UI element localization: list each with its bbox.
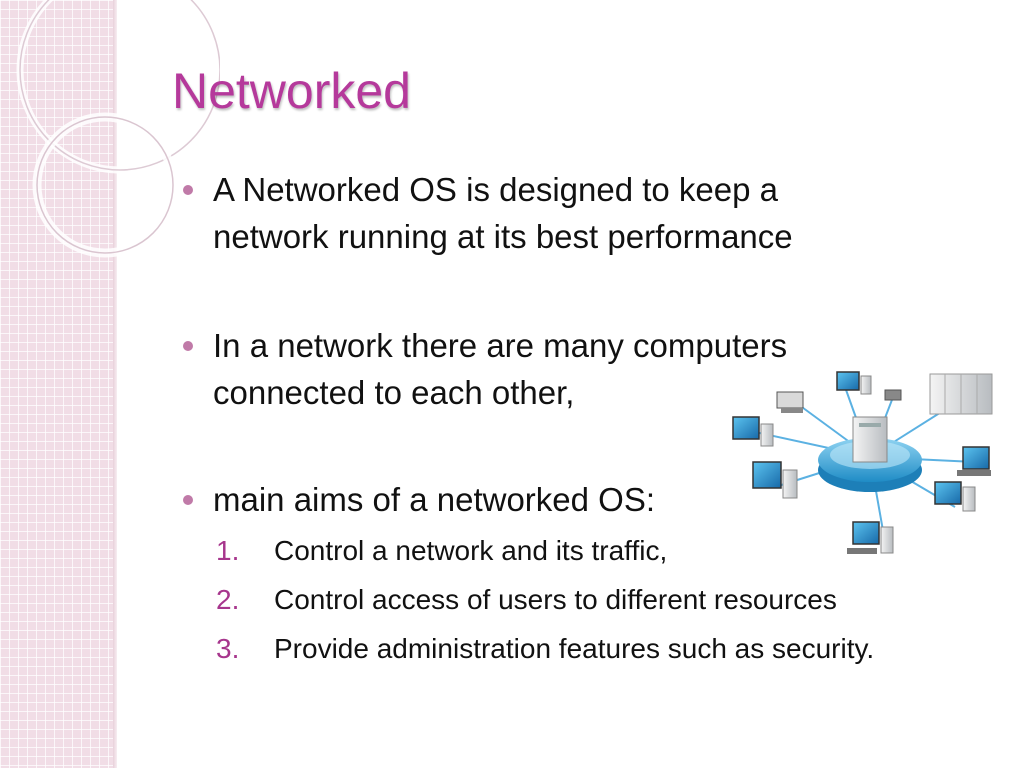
bullet-1-line-1: A Networked OS is designed to keep a xyxy=(213,171,778,208)
item-number: 3. xyxy=(216,633,240,664)
numbered-item-2: 2. Control access of users to different r… xyxy=(216,582,837,618)
item-number: 1. xyxy=(216,535,240,566)
bullet-2-line-2: connected to each other, xyxy=(213,374,575,411)
numbered-item-1: 1. Control a network and its traffic, xyxy=(216,533,667,569)
bullet-item-2: In a network there are many computers co… xyxy=(183,322,788,416)
bullet-2-line-1: In a network there are many computers xyxy=(213,327,788,364)
side-band-edge xyxy=(113,0,117,768)
slide-title: Networked xyxy=(172,63,411,119)
decorative-side-band xyxy=(0,0,113,768)
bullet-dot-icon xyxy=(183,341,193,351)
bullet-3-line-1: main aims of a networked OS: xyxy=(213,481,656,518)
network-diagram-icon xyxy=(732,371,993,554)
item-text: Control access of users to different res… xyxy=(274,584,837,615)
item-number: 2. xyxy=(216,584,240,615)
bullet-1-line-2: network running at its best performance xyxy=(213,218,793,255)
bullet-item-3: main aims of a networked OS: xyxy=(183,476,656,523)
numbered-item-3: 3. Provide administration features such a… xyxy=(216,631,874,667)
bullet-dot-icon xyxy=(183,185,193,195)
item-text: Provide administration features such as … xyxy=(274,633,875,664)
bullet-dot-icon xyxy=(183,495,193,505)
decorative-rings-icon xyxy=(16,0,220,258)
item-text: Control a network and its traffic, xyxy=(274,535,668,566)
bullet-item-1: A Networked OS is designed to keep a net… xyxy=(183,166,793,260)
